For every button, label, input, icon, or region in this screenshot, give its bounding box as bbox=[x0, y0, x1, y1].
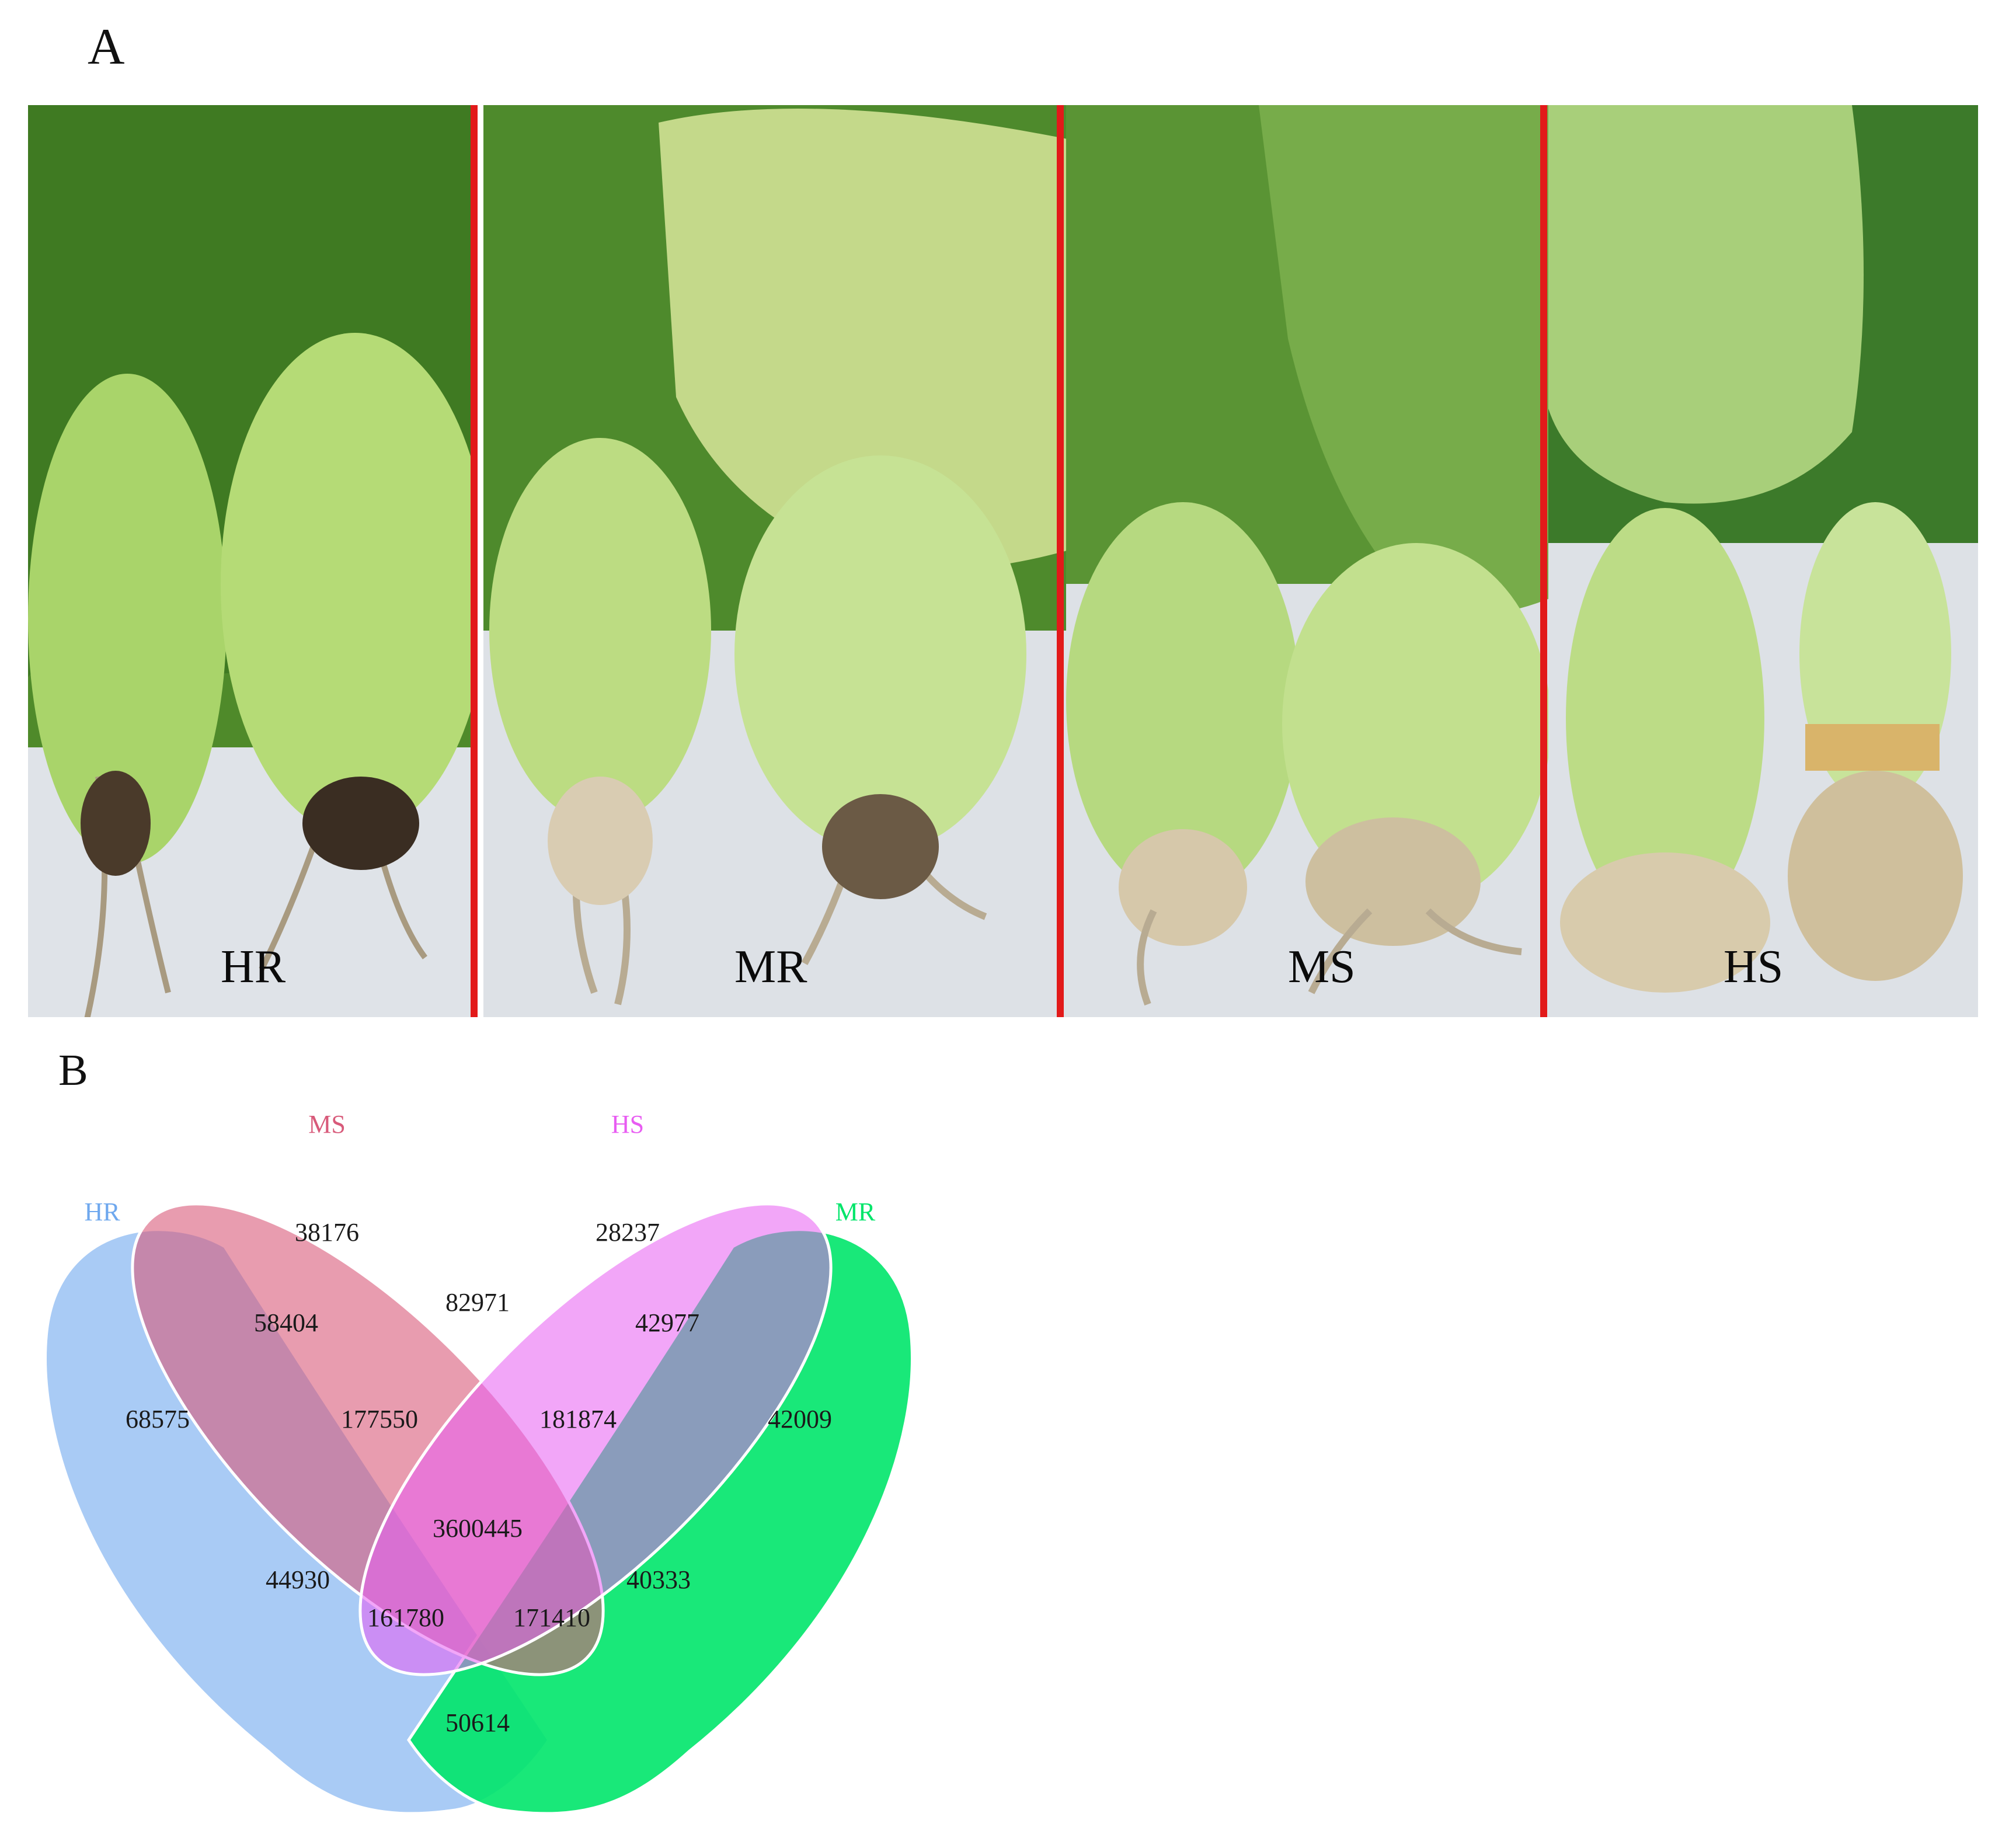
plant-photo-strip: HR MR MS bbox=[28, 105, 1978, 1017]
count-hs-only: 28237 bbox=[596, 1218, 660, 1247]
red-divider-1 bbox=[471, 105, 478, 1017]
count-ms-hs: 82971 bbox=[445, 1288, 510, 1317]
venn-set-hs bbox=[358, 1202, 833, 1676]
count-hr-only: 68575 bbox=[126, 1405, 190, 1433]
count-ms-only: 38176 bbox=[295, 1218, 359, 1247]
photo-mr: MR bbox=[483, 105, 1073, 1017]
count-ms-mr: 40333 bbox=[626, 1565, 691, 1594]
panel-b-label: B bbox=[58, 1046, 88, 1095]
count-hr-hs: 44930 bbox=[266, 1565, 330, 1594]
red-divider-3 bbox=[1540, 105, 1547, 1017]
count-hr-ms-mr: 171410 bbox=[513, 1603, 590, 1632]
count-all: 3600445 bbox=[433, 1514, 523, 1543]
red-divider-2 bbox=[1057, 105, 1064, 1017]
photo-ms: MS bbox=[1066, 105, 1557, 1017]
photo-hs: HS bbox=[1548, 105, 1978, 1017]
count-hs-mr: 42977 bbox=[635, 1308, 699, 1337]
venn-label-hs: HS bbox=[611, 1110, 644, 1139]
photo-caption-hs: HS bbox=[1724, 941, 1784, 993]
venn-label-ms: MS bbox=[308, 1110, 346, 1139]
venn-diagram: HR MS HS MR 68575 38176 28237 42009 5840… bbox=[44, 1110, 914, 1815]
count-mr-only: 42009 bbox=[768, 1405, 832, 1433]
count-hr-mr: 50614 bbox=[445, 1708, 510, 1737]
count-ms-hs-mr: 181874 bbox=[539, 1405, 617, 1433]
venn-label-mr: MR bbox=[835, 1198, 876, 1226]
photo-caption-mr: MR bbox=[734, 941, 807, 993]
count-hr-ms: 58404 bbox=[254, 1308, 318, 1337]
count-hr-ms-hs: 177550 bbox=[341, 1405, 418, 1433]
photo-caption-ms: MS bbox=[1288, 941, 1356, 993]
photo-hr: HR bbox=[28, 105, 478, 1017]
count-hr-hs-mr: 161780 bbox=[367, 1603, 444, 1632]
venn-label-hr: HR bbox=[84, 1198, 120, 1226]
photo-caption-hr: HR bbox=[221, 941, 286, 993]
panel-a-label: A bbox=[88, 19, 125, 75]
